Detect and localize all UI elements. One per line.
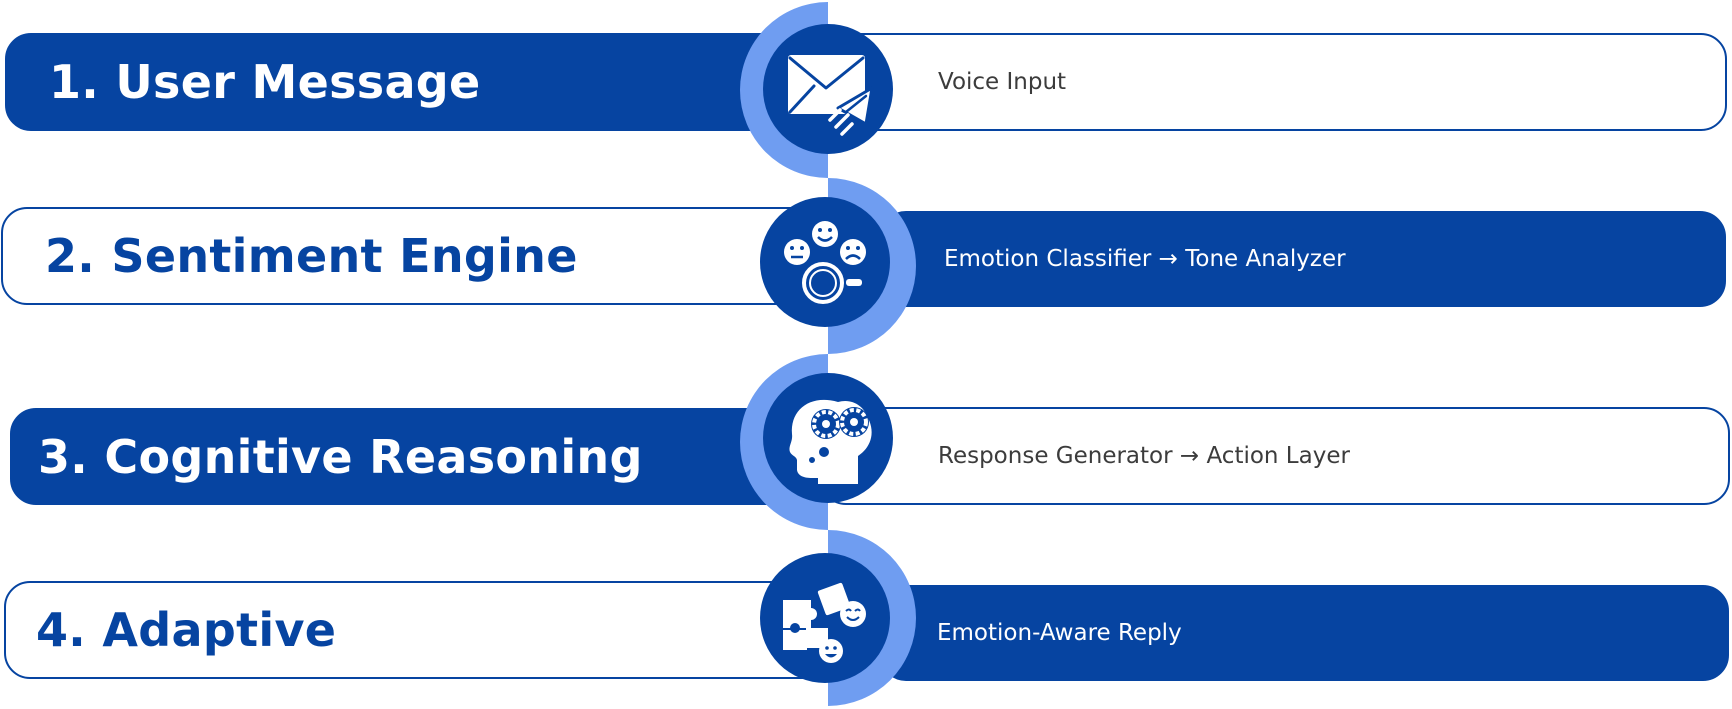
- emotion-analysis-icon: [784, 221, 866, 304]
- envelope-send-icon: [788, 55, 874, 136]
- puzzle-emoji-icon: [783, 582, 866, 663]
- step-3-detail: Response Generator → Action Layer: [938, 443, 1350, 469]
- step-4-title-box: 4. Adaptive: [4, 581, 834, 679]
- step-4-detail: Emotion-Aware Reply: [937, 620, 1182, 646]
- step-2-title-box: 2. Sentiment Engine: [1, 207, 831, 305]
- step-2-detail-box: Emotion Classifier → Tone Analyzer: [880, 211, 1726, 307]
- step-3-title-box: 3. Cognitive Reasoning: [10, 408, 800, 505]
- head-gears-icon: [789, 399, 872, 484]
- step-3-title: 3. Cognitive Reasoning: [38, 429, 643, 484]
- step-1-detail-box: Voice Input: [820, 33, 1727, 131]
- step-4-title: 4. Adaptive: [36, 603, 337, 657]
- step-4-icon-circle: [760, 553, 890, 683]
- step-1-detail: Voice Input: [938, 69, 1067, 95]
- step-3-detail-box: Response Generator → Action Layer: [820, 407, 1730, 505]
- step-4-detail-box: Emotion-Aware Reply: [880, 585, 1729, 681]
- step-2-title: 2. Sentiment Engine: [45, 229, 578, 283]
- step-1-title-box: 1. User Message: [5, 33, 795, 131]
- step-2-detail: Emotion Classifier → Tone Analyzer: [944, 246, 1346, 272]
- step-1-title: 1. User Message: [49, 55, 481, 109]
- step-2-icon-circle: [760, 197, 890, 327]
